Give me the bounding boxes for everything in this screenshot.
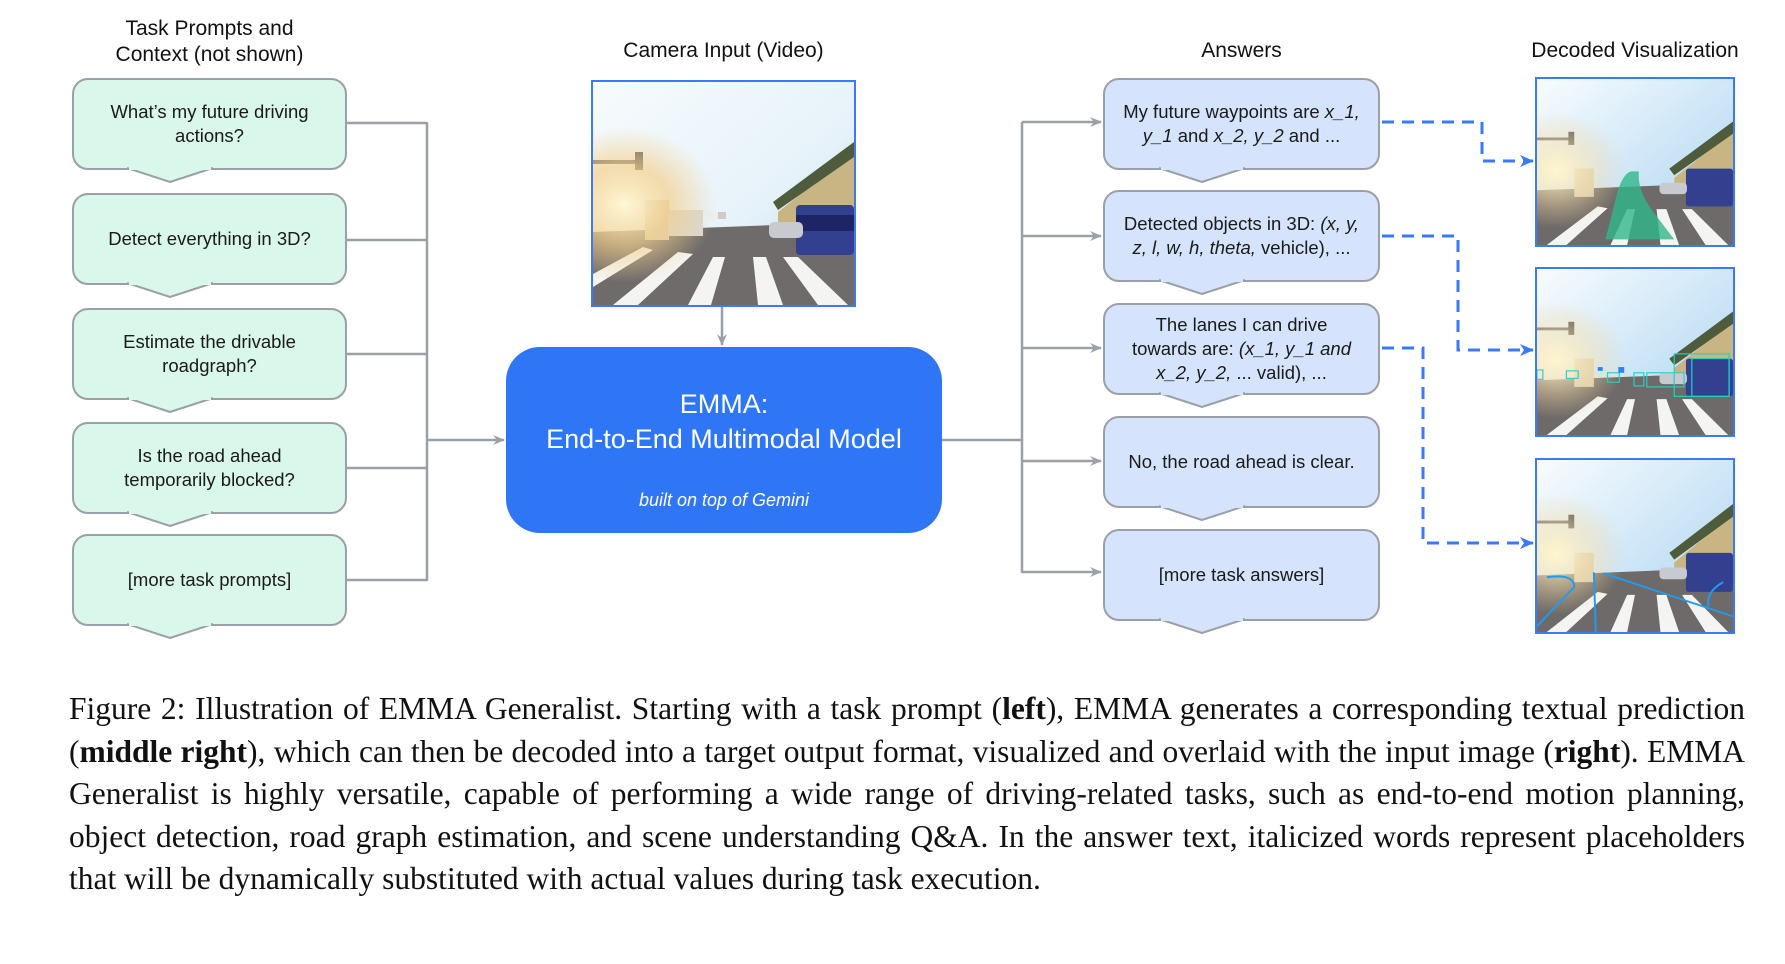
prompt-text: [more task prompts] (127, 569, 292, 590)
caption-text: ), which can then be decoded into a targ… (247, 733, 1554, 769)
model-title: EMMA: End-to-End Multimodal Model (506, 387, 942, 457)
answer-text: [more task answers] (1159, 563, 1325, 587)
answer-text-segment: Detected objects in 3D: (1123, 213, 1321, 234)
caption-bold-text: middle right (79, 733, 248, 769)
placeholder-text: x_1, y_1 (1142, 101, 1360, 146)
model-subtitle: built on top of Gemini (638, 490, 810, 510)
prompt-bubble-box: Estimate the drivable roadgraph? (72, 308, 347, 400)
prompt-text: Is the road ahead temporarily blocked? (124, 445, 295, 490)
answer-bubble-tail (1158, 618, 1245, 634)
decoded-column-title: Decoded Visualization (1531, 39, 1739, 62)
prompts-title-line2: Context (not shown) (115, 43, 304, 66)
figure-caption: Figure 2: Illustration of EMMA Generalis… (69, 688, 1745, 901)
caption-bold-text: left (1002, 691, 1046, 726)
placeholder-text: (x, y, z, l, w, h, theta, (1132, 213, 1360, 258)
prompts-title-line1: Task Prompts and (125, 17, 294, 40)
caption-bold-text: right (1553, 733, 1621, 769)
answer-bubble-box: Detected objects in 3D: (x, y, z, l, w, … (1103, 190, 1380, 282)
prompt-bubble-tail (126, 282, 213, 298)
answer-bubble-tail (1158, 167, 1245, 183)
answer-bubble-tail (1158, 505, 1245, 521)
street-scene (593, 82, 854, 305)
caption-text: Figure 2: Illustration of EMMA Generalis… (69, 691, 1003, 726)
answer-text: No, the road ahead is clear. (1128, 450, 1354, 474)
answer-bubble-box: The lanes I can drive towards are: (x_1,… (1103, 303, 1380, 395)
prompt-text: What’s my future driving actions? (110, 101, 309, 146)
answer-text-segment: The lanes I can drive towards are: (1131, 314, 1328, 359)
answer-text-segment: No, the road ahead is clear. (1128, 451, 1355, 472)
answer-text: The lanes I can drive towards are: (x_1,… (1123, 313, 1360, 385)
model-title-line2: End-to-End Multimodal Model (546, 424, 902, 454)
prompt-bubble-tail (126, 623, 213, 639)
answer-text-segment: ... valid), ... (1231, 362, 1327, 383)
camera-input-image (591, 80, 856, 307)
emma-model-box: EMMA: End-to-End Multimodal Model built … (506, 347, 942, 533)
answers-column-title: Answers (1201, 39, 1282, 62)
decoded-visualization-roadgraph (1535, 458, 1735, 634)
prompt-bubble-tail (126, 167, 213, 183)
camera-column-title: Camera Input (Video) (623, 39, 824, 62)
decoded-visualization-waypoints (1535, 77, 1735, 247)
prompt-bubble-box: What’s my future driving actions? (72, 78, 347, 170)
caption-text: ), EMMA generates a corresponding textua… (69, 691, 1745, 769)
prompt-bubble-tail (126, 511, 213, 527)
prompt-text: Detect everything in 3D? (108, 228, 311, 249)
answer-text-segment: and (1172, 125, 1214, 146)
answer-bubble-box: No, the road ahead is clear. (1103, 416, 1380, 508)
model-title-line1: EMMA: (679, 389, 769, 419)
answer-bubble-box: My future waypoints are x_1, y_1 and x_2… (1103, 78, 1380, 170)
decode-arrow-roadgraph (1382, 346, 1534, 549)
caption-text: ). EMMA Generalist is highly versatile, … (69, 733, 1745, 897)
decoded-visualization-3d-detection (1535, 267, 1735, 437)
prompt-bubble-box: Detect everything in 3D? (72, 193, 347, 285)
prompts-column-title: Task Prompts and Context (not shown) (72, 16, 347, 68)
answer-text-segment: [more task answers] (1158, 564, 1325, 585)
answer-text: Detected objects in 3D: (x, y, z, l, w, … (1123, 212, 1360, 260)
decode-arrow-waypoints (1382, 120, 1534, 167)
placeholder-text: x_2, y_2 (1213, 125, 1284, 146)
answer-text-segment: vehicle), ... (1255, 237, 1351, 258)
answer-bubble-tail (1158, 392, 1245, 408)
prompt-bubble-box: Is the road ahead temporarily blocked? (72, 422, 347, 514)
prompt-text: Estimate the drivable roadgraph? (123, 331, 296, 376)
prompt-bubble-box: [more task prompts] (72, 534, 347, 626)
answer-text-segment: My future waypoints are (1123, 101, 1325, 122)
answer-bubble-tail (1158, 279, 1245, 295)
answer-bubble-box: [more task answers] (1103, 529, 1380, 621)
prompt-bubble-tail (126, 397, 213, 413)
placeholder-text: (x_1, y_1 and x_2, y_2, (1156, 338, 1352, 383)
decode-arrow-detection (1382, 234, 1534, 356)
answer-text: My future waypoints are x_1, y_1 and x_2… (1123, 100, 1360, 148)
answer-text-segment: and ... (1283, 125, 1341, 146)
